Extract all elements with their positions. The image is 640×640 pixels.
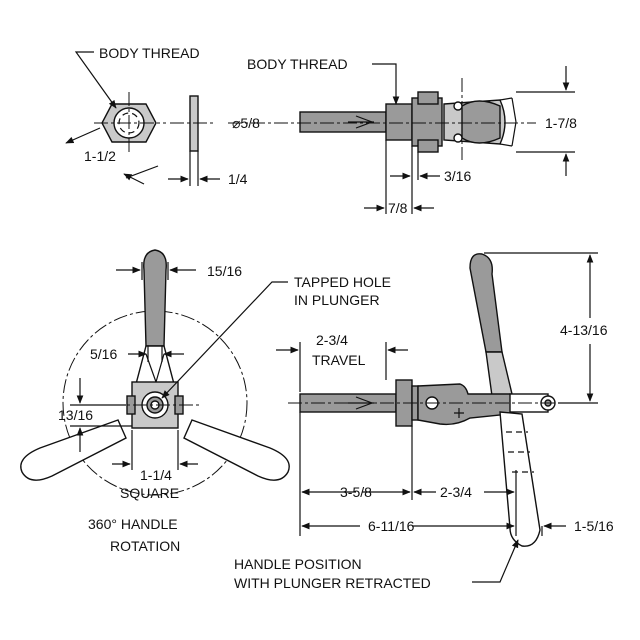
tapped-hole-label-2: IN PLUNGER: [294, 292, 380, 308]
hex-end-view: [65, 51, 166, 185]
nut-7-8-label: 7/8: [388, 200, 408, 216]
hex-dim-label: 1-1/2: [84, 148, 116, 164]
handle-position-label-1: HANDLE POSITION: [234, 556, 362, 572]
travel-dim-label: 2-3/4: [316, 332, 348, 348]
gap-3-16-label: 3/16: [444, 168, 471, 184]
extension-label: 1-5/16: [574, 518, 614, 534]
travel-label: TRAVEL: [312, 352, 366, 368]
plunger-dia-label: ⌀5/8: [232, 115, 260, 131]
height-side-label: 4-13/16: [560, 322, 608, 338]
body-thread-label-top: BODY THREAD: [247, 56, 348, 72]
height-top-label: 1-7/8: [545, 115, 577, 131]
end-view-rotation: [20, 249, 290, 496]
square-size-label: 1-1/4: [140, 467, 172, 483]
clamp-side-view: [276, 252, 598, 583]
washer-side-view: [168, 95, 220, 186]
handle-width-label: 15/16: [207, 263, 242, 279]
clamp-top-view: [228, 63, 575, 214]
length-2-3-4-label: 2-3/4: [440, 484, 472, 500]
rotation-label-1: 360° HANDLE: [88, 516, 178, 532]
length-3-5-8-label: 3-5/8: [340, 484, 372, 500]
tapped-5-16-label: 5/16: [90, 346, 117, 362]
offset-13-16-label: 13/16: [58, 407, 93, 423]
overall-length-label: 6-11/16: [368, 518, 415, 534]
tapped-hole-label-1: TAPPED HOLE: [294, 274, 391, 290]
square-label: SQUARE: [120, 485, 179, 501]
body-thread-label-left: BODY THREAD: [99, 45, 200, 61]
washer-dim-label: 1/4: [228, 171, 248, 187]
handle-position-label-2: WITH PLUNGER RETRACTED: [234, 575, 431, 591]
rotation-label-2: ROTATION: [110, 538, 180, 554]
